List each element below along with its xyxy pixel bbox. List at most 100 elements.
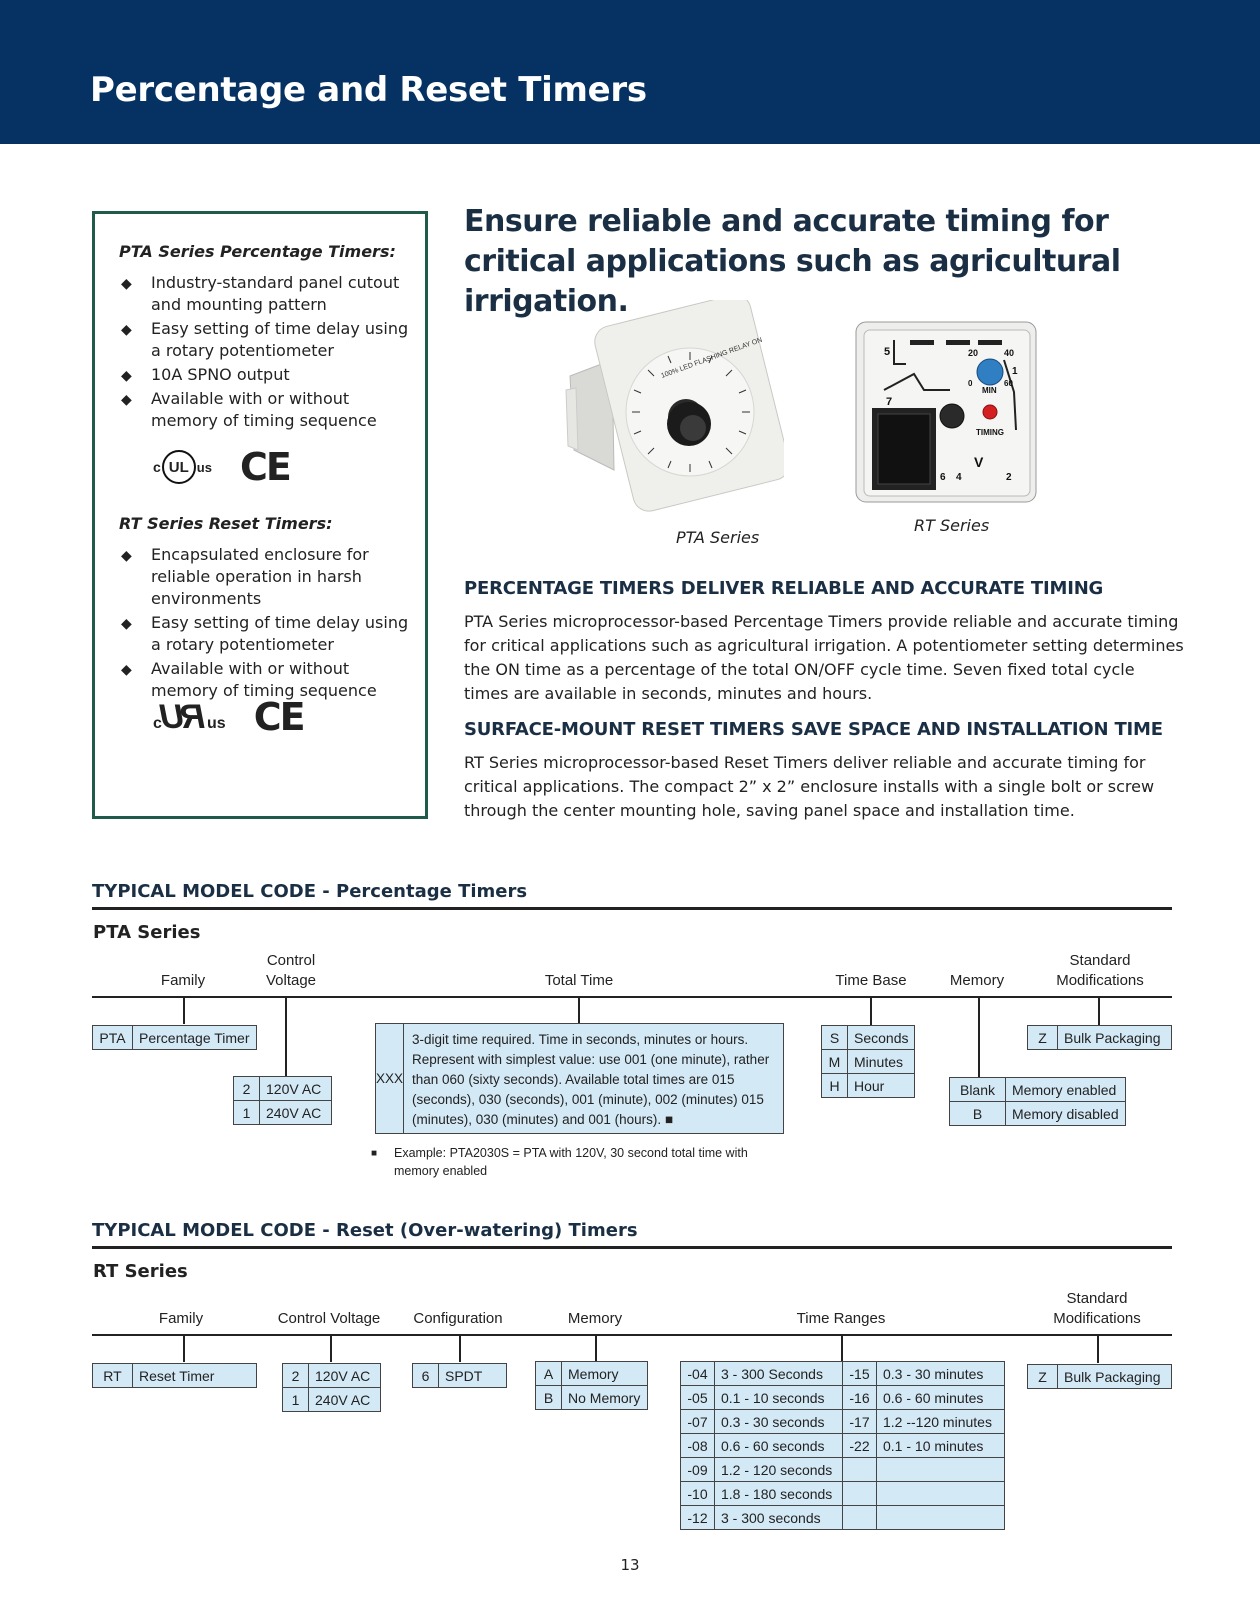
rt-series-product-image: 5 7 20 40 0 60 1 MIN TIMING 6 4 V 2 [854, 320, 1038, 504]
list-item: ◆Easy setting of time delay using a rota… [121, 319, 409, 360]
table-row: -04 3 - 300 Seconds -15 0.3 - 30 minutes [680, 1361, 1005, 1386]
pta-feature-list: ◆Industry-standard panel cutout and moun… [119, 272, 419, 434]
reset-timers-body: RT Series microprocessor-based Reset Tim… [464, 753, 1155, 820]
page-number: 13 [620, 1556, 640, 1574]
table-row: Z Bulk Packaging [1027, 1364, 1172, 1389]
list-item: ◆Industry-standard panel cutout and moun… [121, 273, 400, 314]
connector-line [870, 997, 872, 1025]
connector-line [595, 1335, 597, 1362]
cur-us-recognized-logo: c RU us [153, 698, 226, 736]
connector-line [841, 1335, 843, 1361]
column-header-time-base: Time Base [835, 972, 907, 989]
table-row: -10 1.8 - 180 seconds [680, 1481, 1005, 1506]
ce-mark-logo: CE [253, 695, 306, 739]
pta-series-caption: PTA Series [676, 528, 760, 547]
table-row: -07 0.3 - 30 seconds -17 1.2 --120 minut… [680, 1409, 1005, 1434]
connector-line [183, 1335, 185, 1362]
table-row: 2 120V AC [282, 1363, 381, 1388]
connector-line [578, 997, 580, 1023]
divider [92, 1246, 1172, 1249]
diamond-bullet-icon: ◆ [121, 548, 132, 564]
column-header-memory: Memory [949, 972, 1005, 989]
percentage-timers-heading: PERCENTAGE TIMERS DELIVER RELIABLE AND A… [464, 578, 1104, 599]
svg-text:1: 1 [1012, 366, 1018, 377]
pta-modifications-table: Z Bulk Packaging [1027, 1025, 1172, 1050]
list-item: ◆Easy setting of time delay using a rota… [121, 613, 409, 654]
page-title: Percentage and Reset Timers [90, 70, 647, 110]
percentage-timers-body: PTA Series microprocessor-based Percenta… [464, 612, 1184, 703]
connector-line [330, 1335, 332, 1362]
rt-voltage-table: 2 120V AC 1 240V AC [282, 1363, 381, 1412]
pta-time-base-table: S Seconds M Minutes H Hour [821, 1025, 916, 1098]
feature-box: PTA Series Percentage Timers: ◆Industry-… [92, 211, 428, 819]
connector-line [285, 997, 287, 1077]
list-item: ◆Encapsulated enclosure for reliable ope… [121, 545, 369, 608]
table-row: 6 SPDT [412, 1363, 507, 1388]
list-item: ◆Available with or without memory of tim… [121, 389, 377, 430]
pta-features-heading: PTA Series Percentage Timers: [119, 242, 396, 261]
svg-text:MIN: MIN [982, 386, 997, 395]
pta-memory-table: Blank Memory enabled B Memory disabled [949, 1077, 1126, 1126]
list-item: ◆Available with or without memory of tim… [121, 659, 377, 700]
table-row: Blank Memory enabled [949, 1077, 1126, 1102]
rt-series-label: RT Series [93, 1261, 188, 1282]
ce-mark-logo: CE [239, 445, 292, 489]
diamond-bullet-icon: ◆ [121, 392, 132, 408]
list-item: ◆10A SPNO output [119, 364, 419, 386]
svg-text:2: 2 [1006, 472, 1012, 483]
pta-certifications: c UL us CE [153, 445, 292, 489]
svg-text:20: 20 [968, 348, 978, 358]
table-row: 2 120V AC [233, 1076, 332, 1101]
table-row: H Hour [821, 1073, 916, 1098]
svg-text:V: V [974, 454, 984, 470]
diamond-bullet-icon: ◆ [121, 322, 132, 338]
connector-line [183, 997, 185, 1024]
table-row: B No Memory [535, 1385, 648, 1410]
connector-line [459, 1335, 461, 1362]
table-row: PTA Percentage Timer [92, 1025, 257, 1050]
rt-family-table: RT Reset Timer [92, 1363, 257, 1388]
intro-heading: Ensure reliable and accurate timing for … [464, 204, 1121, 319]
rt-certifications: c RU us CE [153, 695, 306, 739]
pta-voltage-table: 2 120V AC 1 240V AC [233, 1076, 332, 1125]
divider [92, 1334, 1172, 1336]
rt-memory-table: A Memory B No Memory [535, 1361, 648, 1410]
svg-text:40: 40 [1004, 348, 1014, 358]
table-row: -12 3 - 300 seconds [680, 1505, 1005, 1530]
table-row: 1 240V AC [282, 1387, 381, 1412]
diamond-bullet-icon: ◆ [121, 662, 132, 678]
svg-text:4: 4 [956, 472, 962, 483]
rt-feature-list: ◆Encapsulated enclosure for reliable ope… [119, 544, 419, 704]
svg-text:6: 6 [940, 472, 946, 483]
rt-modifications-table: Z Bulk Packaging [1027, 1364, 1172, 1389]
column-header-memory: Memory [567, 1310, 623, 1327]
rt-time-ranges-table: -04 3 - 300 Seconds -15 0.3 - 30 minutes… [680, 1361, 1005, 1530]
pta-model-code-heading: TYPICAL MODEL CODE - Percentage Timers [92, 881, 528, 902]
rt-model-code-heading: TYPICAL MODEL CODE - Reset (Over-waterin… [92, 1220, 638, 1241]
table-row: B Memory disabled [949, 1101, 1126, 1126]
column-header-configuration: Configuration [413, 1310, 503, 1327]
column-header-time-ranges: Time Ranges [796, 1310, 886, 1327]
column-header-total-time: Total Time [544, 972, 614, 989]
table-row: Z Bulk Packaging [1027, 1025, 1172, 1050]
svg-text:0: 0 [968, 379, 973, 388]
rt-configuration-table: 6 SPDT [412, 1363, 507, 1388]
rt-series-caption: RT Series [914, 516, 990, 535]
table-row: 1 240V AC [233, 1100, 332, 1125]
svg-text:7: 7 [886, 396, 892, 408]
connector-line [978, 997, 980, 1078]
table-row: -05 0.1 - 10 seconds -16 0.6 - 60 minute… [680, 1385, 1005, 1410]
column-header-family: Family [160, 972, 206, 989]
table-row: RT Reset Timer [92, 1363, 257, 1388]
diamond-bullet-icon: ◆ [121, 616, 132, 632]
header-band [0, 0, 1260, 144]
table-row: -08 0.6 - 60 seconds -22 0.1 - 10 minute… [680, 1433, 1005, 1458]
divider [92, 907, 1172, 910]
pta-family-table: PTA Percentage Timer [92, 1025, 257, 1050]
reset-timers-heading: SURFACE-MOUNT RESET TIMERS SAVE SPACE AN… [464, 719, 1163, 740]
rt-features-heading: RT Series Reset Timers: [119, 514, 333, 533]
example-marker-icon: ■ [371, 1148, 378, 1159]
table-row: -09 1.2 - 120 seconds [680, 1457, 1005, 1482]
